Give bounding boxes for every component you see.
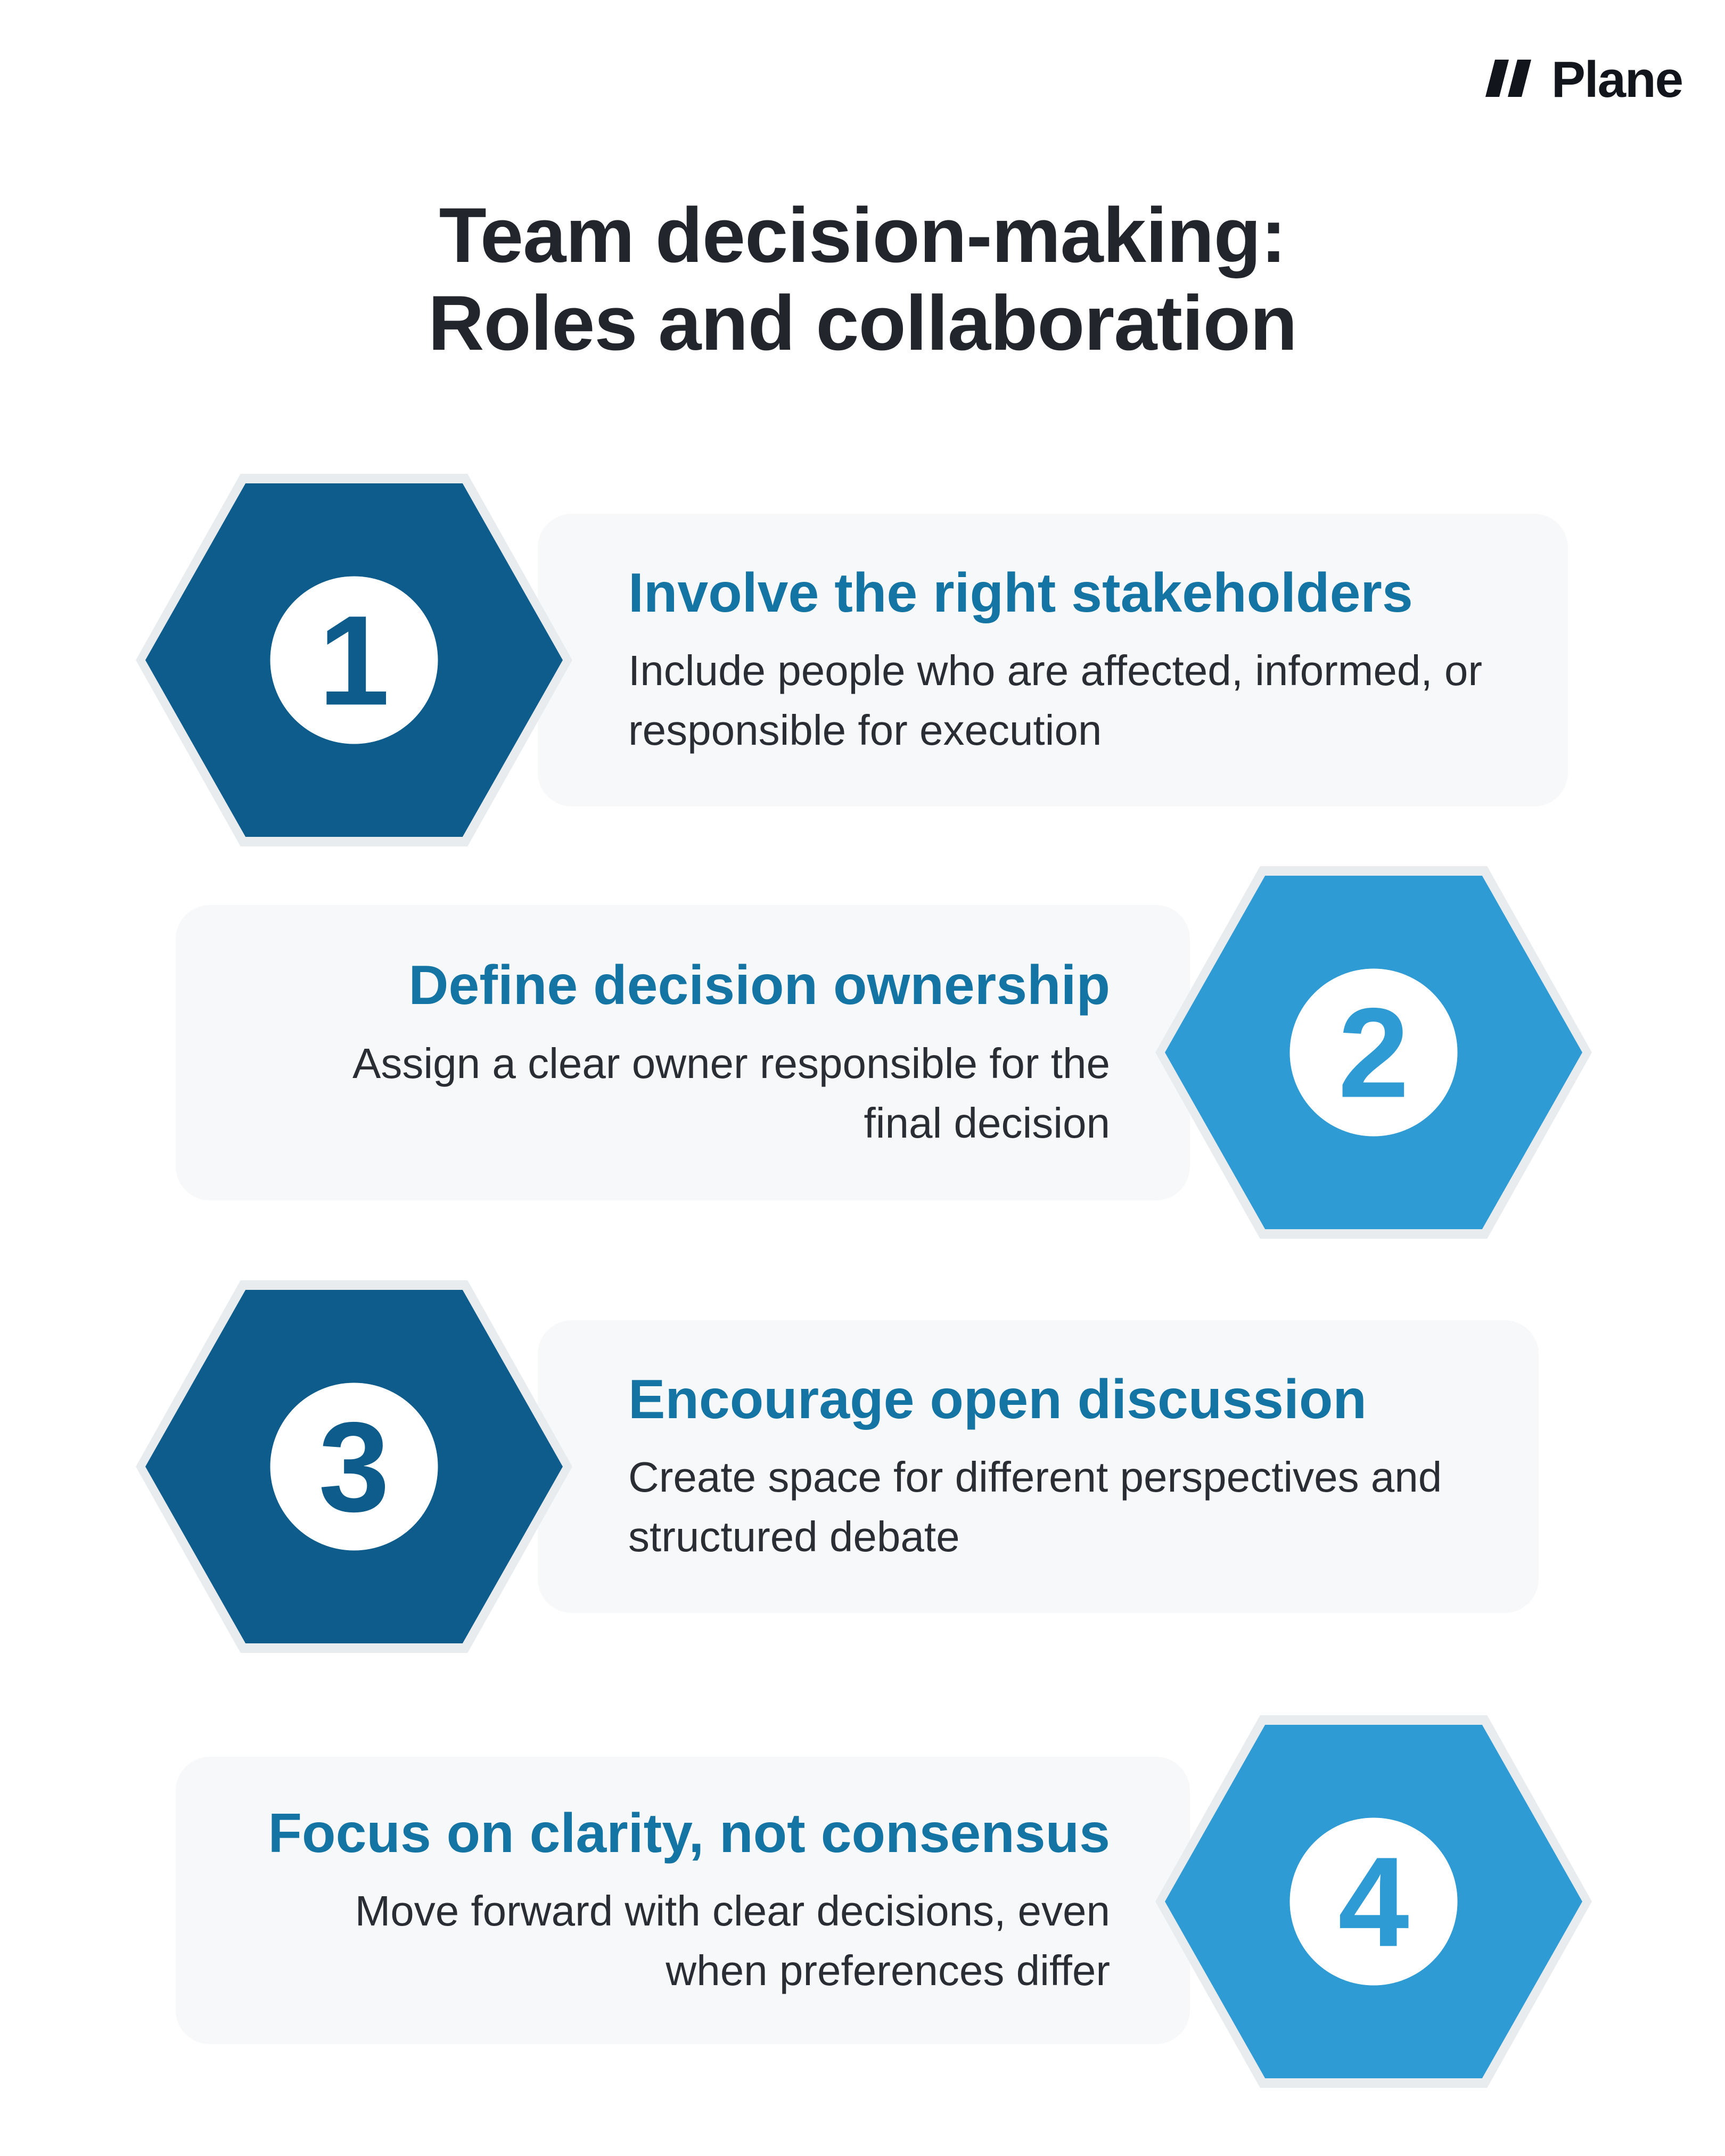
step-4-hexagon: 4 bbox=[1155, 1715, 1592, 2088]
step-3-description: Create space for different perspectives … bbox=[628, 1453, 1442, 1561]
step-2-hexagon: 2 bbox=[1155, 866, 1592, 1239]
step-3-title: Encourage open discussion bbox=[628, 1368, 1367, 1430]
page-title-line1: Team decision-making: bbox=[439, 192, 1287, 278]
step-1-card: Involve the right stakeholders Include p… bbox=[538, 514, 1568, 807]
step-2-card: Define decision ownership Assign a clear… bbox=[176, 905, 1190, 1200]
step-4-card: Focus on clarity, not consensus Move for… bbox=[176, 1757, 1190, 2044]
step-4-title: Focus on clarity, not consensus bbox=[268, 1802, 1110, 1864]
step-2-number-badge: 2 bbox=[1289, 968, 1458, 1137]
step-4-number: 4 bbox=[1338, 1830, 1409, 1973]
page-title-line2: Roles and collaboration bbox=[428, 279, 1297, 366]
step-3-number: 3 bbox=[318, 1395, 390, 1538]
plane-logo-text: Plane bbox=[1551, 51, 1683, 108]
step-4-description: Move forward with clear decisions, even … bbox=[355, 1887, 1110, 1995]
step-3-hexagon: 3 bbox=[136, 1280, 572, 1653]
step-1-number-badge: 1 bbox=[270, 576, 438, 744]
plane-logo-icon bbox=[1485, 60, 1531, 97]
plane-logo: Plane bbox=[1479, 51, 1683, 109]
step-1-hexagon: 1 bbox=[136, 474, 572, 846]
step-1-title: Involve the right stakeholders bbox=[628, 562, 1413, 624]
step-2-title: Define decision ownership bbox=[408, 954, 1110, 1017]
step-2-number: 2 bbox=[1338, 981, 1409, 1124]
step-2-description: Assign a clear owner responsible for the… bbox=[352, 1039, 1110, 1147]
step-1-number: 1 bbox=[318, 589, 390, 731]
step-3-number-badge: 3 bbox=[270, 1383, 438, 1551]
step-1-description: Include people who are affected, informe… bbox=[628, 647, 1482, 754]
step-3-card: Encourage open discussion Create space f… bbox=[538, 1320, 1539, 1613]
page-title: Team decision-making: Roles and collabor… bbox=[0, 192, 1725, 367]
step-4-number-badge: 4 bbox=[1289, 1817, 1458, 1986]
